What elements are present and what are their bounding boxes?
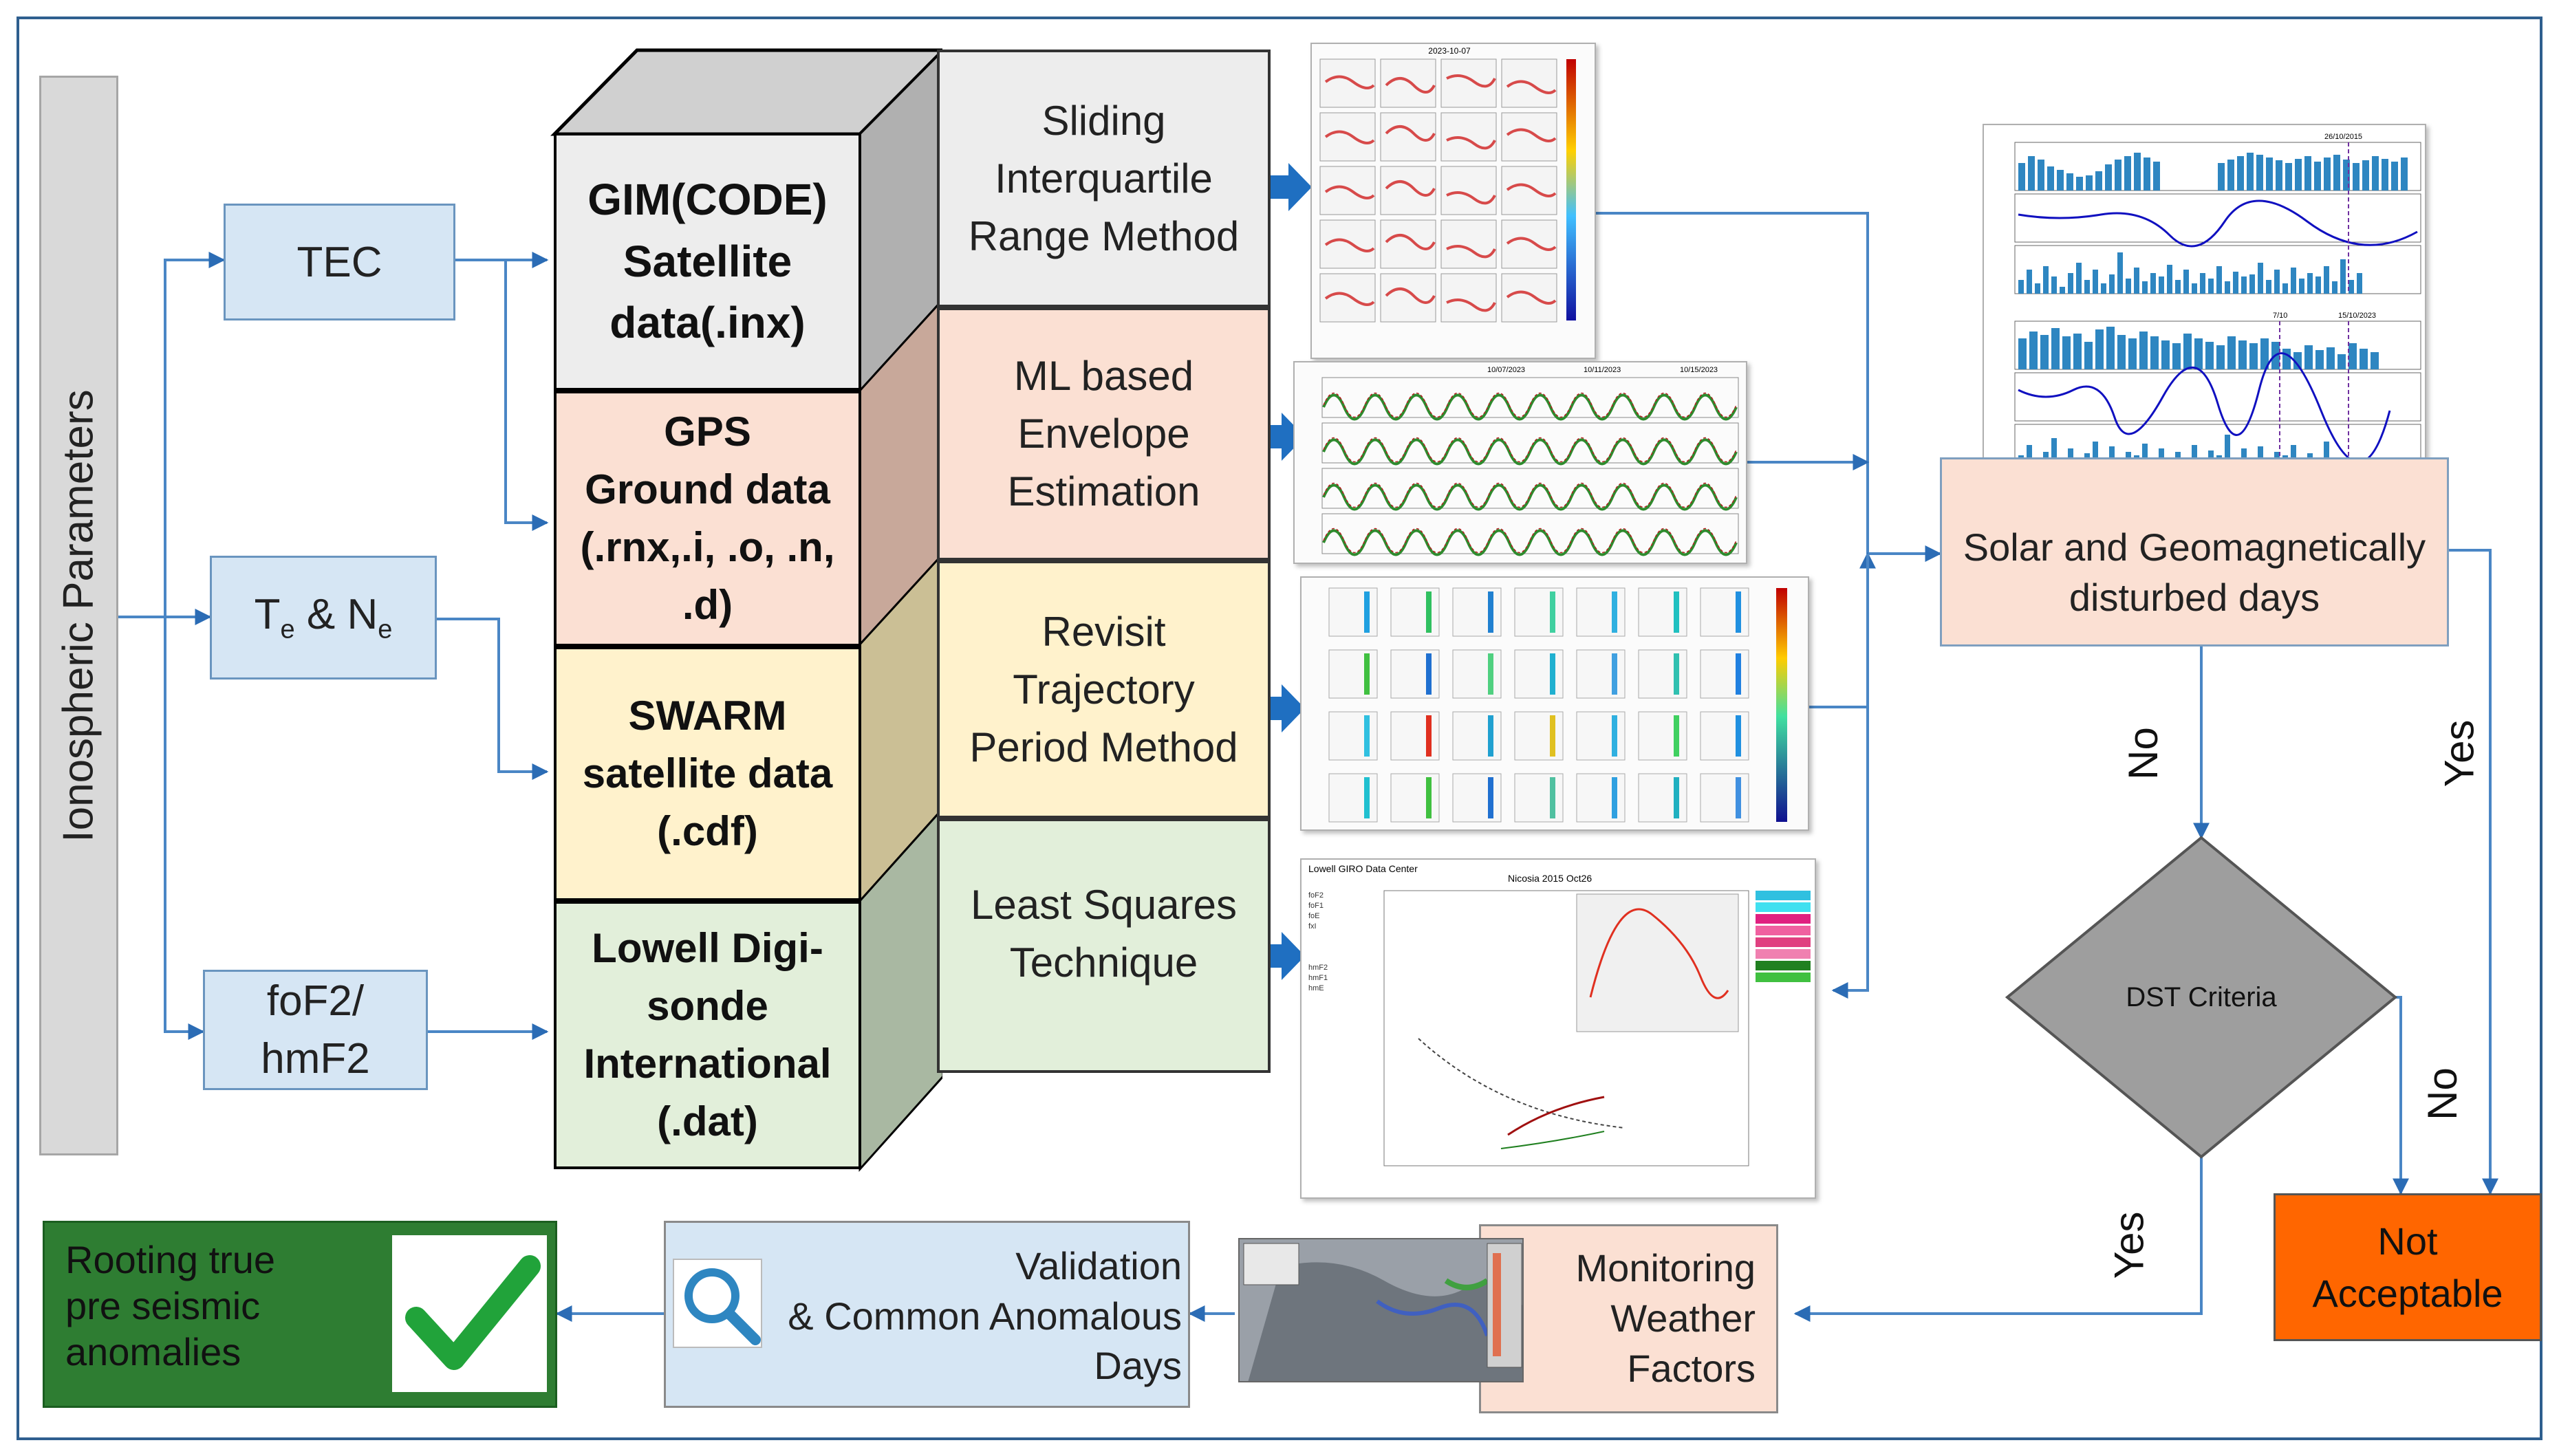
revisit-trajectory-method-box: Revisit Trajectory Period Method bbox=[937, 561, 1271, 818]
lowell-line-1: Lowell Digi- bbox=[592, 925, 823, 971]
sliding-iqr-method-box: Sliding Interquartile Range Method bbox=[937, 50, 1271, 307]
swarm-trajectory-thumbnail bbox=[1300, 576, 1809, 831]
not-acceptable-line-2: Acceptable bbox=[2312, 1271, 2503, 1315]
method-3-line-2: Trajectory bbox=[1013, 666, 1195, 713]
monitoring-line-2: Weather bbox=[1610, 1296, 1756, 1340]
gps-source-face: GPS Ground data (.rnx,.i, .o, .n, .d) bbox=[554, 391, 861, 646]
method-1-line-1: Sliding bbox=[1041, 97, 1166, 144]
ml-envelope-method-box: ML based Envelope Estimation bbox=[937, 307, 1271, 561]
svg-text:hmE: hmE bbox=[1308, 984, 1324, 992]
method-3-line-3: Period Method bbox=[969, 724, 1238, 770]
gps-timeseries-thumbnail: 10/07/2023 10/11/2023 10/15/2023 bbox=[1293, 361, 1747, 564]
te-ne-label: Te & Ne bbox=[254, 591, 393, 644]
solar-box-line-1: Solar and Geomagnetically bbox=[1963, 525, 2426, 569]
validation-line-1: Validation bbox=[1015, 1243, 1182, 1287]
lowell-source-face: Lowell Digi- sonde International (.dat) bbox=[554, 901, 861, 1169]
swarm-line-2: satellite data bbox=[582, 750, 833, 796]
yes-label-right: Yes bbox=[2436, 719, 2483, 787]
validation-box: Validation & Common Anomalous Days bbox=[664, 1221, 1190, 1408]
solar-date-3: 15/10/2023 bbox=[2338, 312, 2376, 320]
least-squares-method-box: Least Squares Technique bbox=[937, 818, 1271, 1073]
no-label-decision: No bbox=[2419, 1067, 2465, 1120]
lowell-line-3: International bbox=[583, 1041, 832, 1087]
gim-line-2: Satellite bbox=[623, 236, 792, 286]
yes-label-bottom: Yes bbox=[2106, 1211, 2152, 1279]
result-text: Rooting true pre seismic anomalies bbox=[65, 1237, 375, 1376]
monitoring-weather-box: Monitoring Weather Factors bbox=[1479, 1224, 1778, 1413]
swarm-line-3: (.cdf) bbox=[657, 808, 758, 854]
data-block-3d bbox=[550, 48, 942, 1172]
gps-date-1: 10/07/2023 bbox=[1487, 366, 1525, 374]
solar-geomagnetic-thumbnail: 26/10/2015 7/10 15/10/2023 bbox=[1983, 124, 2426, 485]
gim-map-thumbnail: 2023-10-07 bbox=[1310, 43, 1596, 359]
gim-line-3: data(.inx) bbox=[609, 298, 806, 348]
method-2-line-1: ML based bbox=[1013, 353, 1194, 399]
svg-text:foF1: foF1 bbox=[1308, 902, 1324, 910]
validation-text: Validation & Common Anomalous Days bbox=[769, 1223, 1182, 1410]
method-2-line-3: Estimation bbox=[1007, 468, 1200, 514]
ionogram-station: Nicosia 2015 Oct26 bbox=[1508, 873, 1592, 884]
solar-box-line-2: disturbed days bbox=[2069, 575, 2320, 619]
te-ne-box: Te & Ne bbox=[210, 556, 437, 680]
ionogram-thumbnail: Lowell GIRO Data Center Nicosia 2015 Oct… bbox=[1300, 858, 1816, 1199]
gim-source-face: GIM(CODE) Satellite data(.inx) bbox=[554, 133, 861, 391]
svg-text:fxI: fxI bbox=[1308, 922, 1317, 931]
validation-line-2: & Common Anomalous bbox=[788, 1294, 1182, 1338]
diagram-frame bbox=[17, 17, 2542, 1440]
gps-line-1: GPS bbox=[664, 409, 751, 455]
method-1-line-2: Interquartile bbox=[995, 155, 1213, 202]
gps-date-3: 10/15/2023 bbox=[1680, 366, 1718, 374]
result-line-2: pre seismic bbox=[65, 1284, 261, 1328]
not-acceptable-box: Not Acceptable bbox=[2274, 1193, 2542, 1341]
weather-map-thumbnail bbox=[1238, 1238, 1524, 1382]
ionogram-title: Lowell GIRO Data Center bbox=[1308, 863, 1418, 874]
ionospheric-parameters-bar: Ionospheric Parameters bbox=[39, 76, 118, 1155]
svg-text:hmF1: hmF1 bbox=[1308, 974, 1328, 982]
tec-label: TEC bbox=[296, 238, 382, 286]
not-acceptable-line-1: Not bbox=[2377, 1219, 2438, 1263]
gps-date-2: 10/11/2023 bbox=[1584, 366, 1621, 374]
dst-criteria-label: DST Criteria bbox=[2126, 981, 2277, 1012]
fof2-hmf2-box: foF2/ hmF2 bbox=[203, 970, 428, 1090]
method-2-line-2: Envelope bbox=[1017, 411, 1190, 457]
svg-text:hmF2: hmF2 bbox=[1308, 964, 1328, 972]
lowell-line-4: (.dat) bbox=[657, 1098, 758, 1144]
no-label-top: No bbox=[2119, 726, 2166, 780]
method-1-line-3: Range Method bbox=[968, 213, 1240, 259]
search-icon bbox=[673, 1259, 762, 1348]
method-4-line-1: Least Squares bbox=[971, 882, 1237, 928]
gps-line-2: Ground data bbox=[585, 466, 830, 512]
fof2-label: foF2/ bbox=[266, 977, 365, 1025]
solar-date-2: 7/10 bbox=[2273, 312, 2287, 320]
monitoring-line-3: Factors bbox=[1627, 1346, 1756, 1390]
lowell-line-2: sonde bbox=[647, 983, 768, 1029]
validation-line-3: Days bbox=[1094, 1344, 1182, 1388]
solar-date-1: 26/10/2015 bbox=[2324, 133, 2362, 141]
monitoring-line-1: Monitoring bbox=[1575, 1246, 1756, 1290]
gps-line-4: .d) bbox=[682, 582, 733, 628]
swarm-line-1: SWARM bbox=[628, 693, 787, 739]
hmf2-label: hmF2 bbox=[261, 1034, 370, 1083]
method-3-line-1: Revisit bbox=[1041, 608, 1166, 655]
svg-text:foE: foE bbox=[1308, 912, 1320, 920]
swarm-source-face: SWARM satellite data (.cdf) bbox=[554, 646, 861, 901]
ionospheric-parameters-label: Ionospheric Parameters bbox=[55, 389, 102, 843]
dst-decision-diamond bbox=[2005, 836, 2397, 1159]
solar-geomagnetic-box: Solar and Geomagnetically disturbed days bbox=[1940, 457, 2449, 646]
gim-line-1: GIM(CODE) bbox=[587, 175, 828, 225]
result-line-3: anomalies bbox=[65, 1330, 241, 1374]
result-box: Rooting true pre seismic anomalies bbox=[43, 1221, 557, 1408]
result-line-1: Rooting true bbox=[65, 1238, 276, 1281]
svg-text:foF2: foF2 bbox=[1308, 891, 1324, 900]
tec-box: TEC bbox=[224, 204, 455, 320]
gps-line-3: (.rnx,.i, .o, .n, bbox=[580, 524, 835, 570]
checkmark-icon bbox=[392, 1235, 547, 1392]
method-4-line-2: Technique bbox=[1009, 939, 1198, 986]
gim-date-label: 2023-10-07 bbox=[1428, 46, 1471, 56]
